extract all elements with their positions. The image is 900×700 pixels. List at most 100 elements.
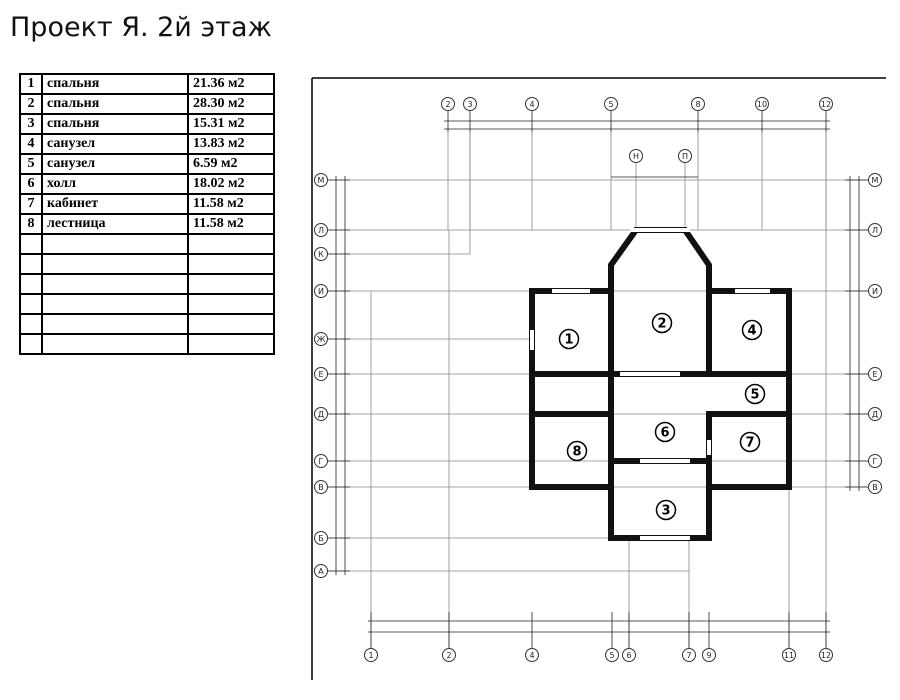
axis-right-В-bubble: В — [868, 480, 882, 494]
room-2-label: 2 — [651, 312, 673, 334]
axis-left-Б-bubble: Б — [314, 531, 328, 545]
axis-left-А-bubble: А — [314, 564, 328, 578]
room-num-cell — [19, 313, 43, 335]
room-name-cell — [41, 273, 189, 295]
svg-text:4: 4 — [529, 100, 534, 109]
svg-text:5: 5 — [750, 388, 759, 403]
axis-left-Е-bubble: Е — [314, 367, 328, 381]
room-area-cell: 11.58 м2 — [187, 213, 275, 235]
svg-text:5: 5 — [608, 100, 613, 109]
svg-text:В: В — [318, 483, 324, 492]
svg-text:Д: Д — [318, 410, 324, 419]
axis-bottom-9-bubble: 9 — [702, 648, 716, 662]
room-name-cell: кабинет — [41, 193, 189, 215]
room-num-cell: 3 — [19, 113, 43, 135]
room-num-cell: 4 — [19, 133, 43, 155]
svg-text:6: 6 — [660, 426, 669, 441]
axis-top-4-bubble: 4 — [525, 97, 539, 111]
svg-text:12: 12 — [821, 651, 831, 660]
svg-text:9: 9 — [706, 651, 711, 660]
room-3-label: 3 — [655, 499, 677, 521]
svg-text:8: 8 — [695, 100, 700, 109]
room-area-cell — [187, 273, 275, 295]
axis-top-3-bubble: 3 — [463, 97, 477, 111]
axis-upper-П-bubble: П — [678, 149, 692, 163]
axis-right-И-bubble: И — [868, 284, 882, 298]
svg-text:Е: Е — [318, 370, 323, 379]
axis-bottom-4-bubble: 4 — [525, 648, 539, 662]
axis-bottom-12-bubble: 12 — [819, 648, 833, 662]
svg-text:7: 7 — [745, 436, 754, 451]
axis-right-Д-bubble: Д — [868, 407, 882, 421]
room-area-cell: 18.02 м2 — [187, 173, 275, 195]
room-area-cell — [187, 293, 275, 315]
svg-text:11: 11 — [784, 651, 794, 660]
axis-left-Г-bubble: Г — [314, 454, 328, 468]
room-name-cell — [41, 233, 189, 255]
svg-text:Л: Л — [872, 226, 878, 235]
svg-text:2: 2 — [445, 100, 450, 109]
svg-text:Ж: Ж — [317, 335, 326, 344]
room-num-cell — [19, 253, 43, 275]
room-num-cell: 5 — [19, 153, 43, 175]
room-area-cell: 15.31 м2 — [187, 113, 275, 135]
axis-bottom-5-bubble: 5 — [605, 648, 619, 662]
room-7-label: 7 — [739, 431, 761, 453]
axis-left-К-bubble: К — [314, 247, 328, 261]
axis-bottom-6-bubble: 6 — [622, 648, 636, 662]
axis-left-И-bubble: И — [314, 284, 328, 298]
axis-upper-Н-bubble: Н — [629, 149, 643, 163]
svg-text:1: 1 — [368, 651, 373, 660]
room-row — [19, 293, 275, 315]
svg-text:Б: Б — [318, 534, 324, 543]
room-num-cell: 6 — [19, 173, 43, 195]
axis-left-Л-bubble: Л — [314, 223, 328, 237]
room-name-cell — [41, 253, 189, 275]
svg-text:А: А — [318, 567, 324, 576]
svg-text:2: 2 — [446, 651, 451, 660]
wall-17 — [608, 227, 712, 294]
room-8-label: 8 — [566, 440, 588, 462]
room-name-cell — [41, 333, 189, 355]
svg-text:6: 6 — [626, 651, 631, 660]
axis-bottom-7-bubble: 7 — [682, 648, 696, 662]
room-row — [19, 273, 275, 295]
svg-text:5: 5 — [609, 651, 614, 660]
room-5-label: 5 — [744, 383, 766, 405]
room-6-label: 6 — [654, 421, 676, 443]
svg-text:2: 2 — [657, 317, 666, 332]
room-area-cell — [187, 333, 275, 355]
axis-top-2-bubble: 2 — [441, 97, 455, 111]
axis-top-8-bubble: 8 — [691, 97, 705, 111]
axis-right-М-bubble: М — [868, 173, 882, 187]
svg-text:4: 4 — [747, 324, 756, 339]
room-name-cell: санузел — [41, 153, 189, 175]
room-num-cell — [19, 273, 43, 295]
page-title: Проект Я. 2й этаж — [10, 12, 272, 43]
svg-text:П: П — [682, 152, 688, 161]
room-name-cell: санузел — [41, 133, 189, 155]
room-row — [19, 313, 275, 335]
axis-right-Г-bubble: Г — [868, 454, 882, 468]
svg-text:3: 3 — [467, 100, 472, 109]
room-num-cell — [19, 333, 43, 355]
axis-top-5-bubble: 5 — [604, 97, 618, 111]
svg-text:Д: Д — [872, 410, 878, 419]
room-area-cell — [187, 313, 275, 335]
svg-text:Г: Г — [319, 457, 324, 466]
room-num-cell: 2 — [19, 93, 43, 115]
room-name-cell: спальня — [41, 73, 189, 95]
room-name-cell: спальня — [41, 93, 189, 115]
svg-text:7: 7 — [686, 651, 691, 660]
axis-left-Ж-bubble: Ж — [314, 332, 328, 346]
axis-right-Л-bubble: Л — [868, 223, 882, 237]
room-area-cell: 21.36 м2 — [187, 73, 275, 95]
